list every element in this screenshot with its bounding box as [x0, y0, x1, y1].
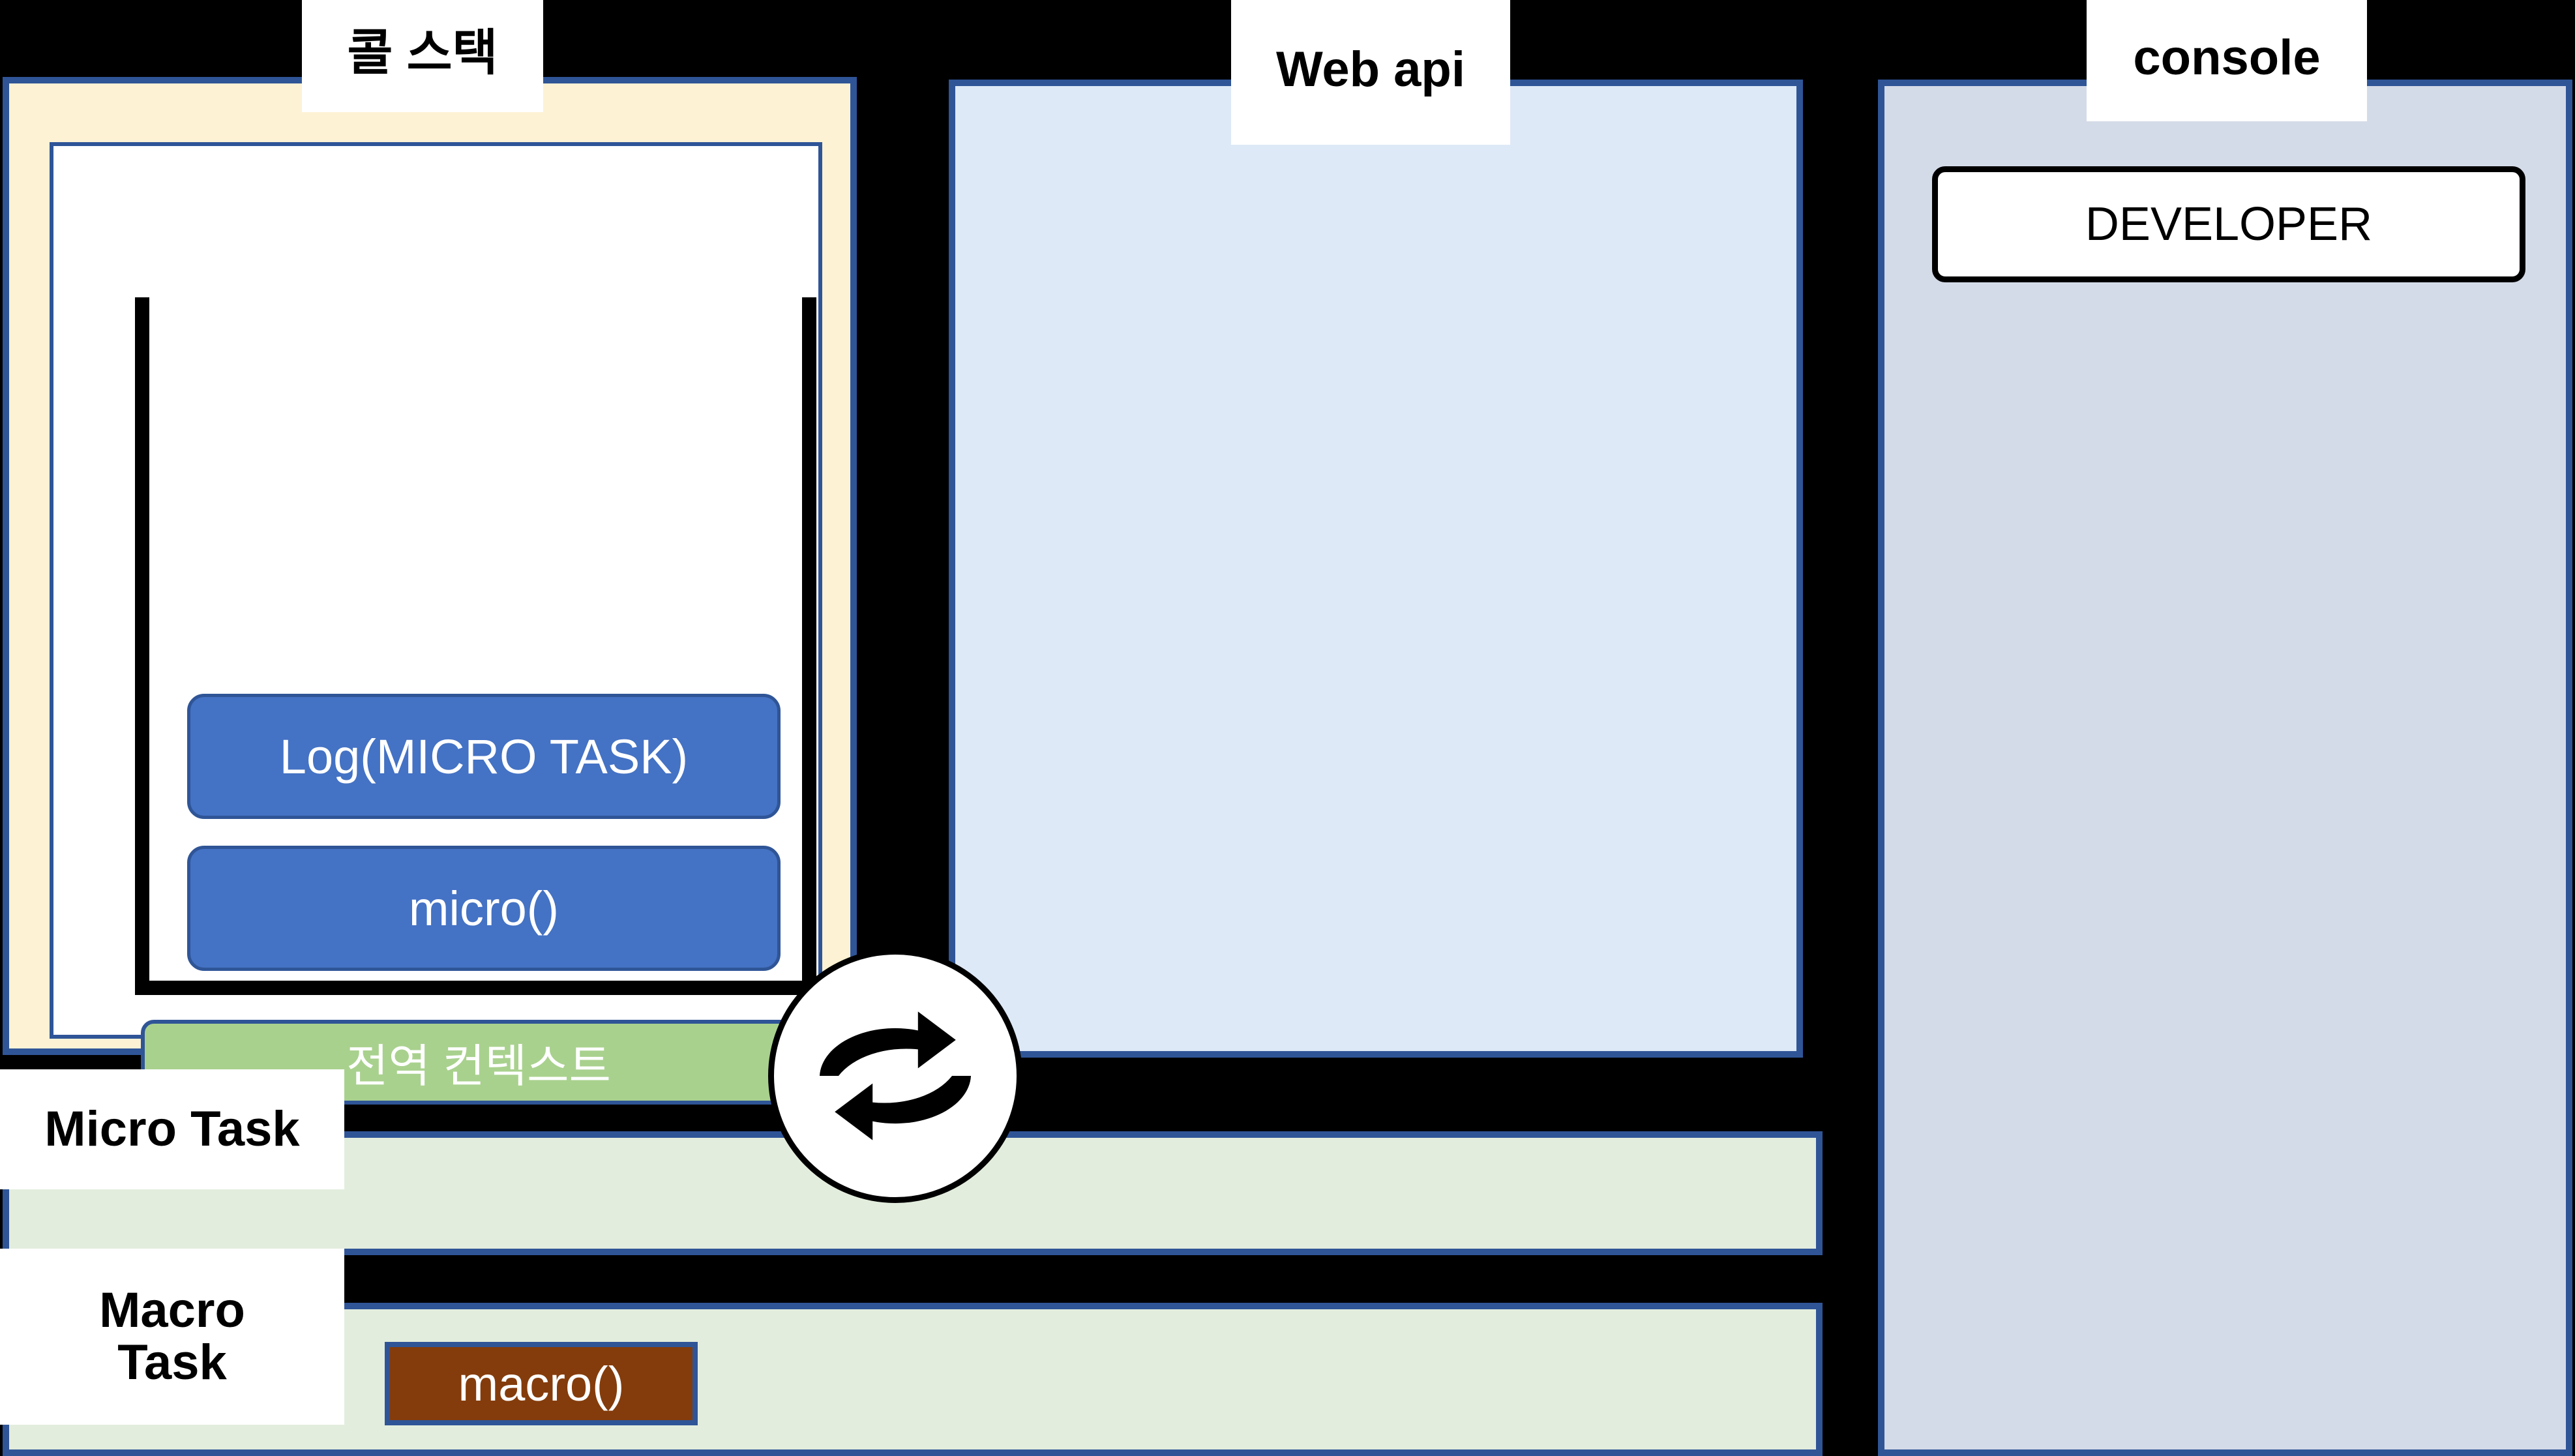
web-api-panel	[949, 80, 1803, 1058]
call-stack-panel: Log(MICRO TASK) micro() 전역 컨텍스트	[3, 77, 857, 1105]
call-stack-title: 콜 스택	[347, 25, 498, 82]
console-panel	[1878, 80, 2572, 1456]
call-stack-inner-area: Log(MICRO TASK) micro() 전역 컨텍스트	[50, 142, 822, 1105]
call-stack-item-micro[interactable]: micro()	[187, 846, 781, 971]
console-title: console	[2133, 30, 2321, 86]
console-entry-label: DEVELOPER	[2085, 198, 2373, 250]
macro-task-item-label: macro()	[458, 1356, 625, 1411]
macro-task-title-line1: Macro	[99, 1283, 245, 1339]
call-stack-frame	[135, 297, 816, 995]
macro-task-title-line2: Task	[117, 1335, 227, 1390]
micro-task-title: Micro Task	[44, 1101, 300, 1157]
macro-task-title-chip: Macro Task	[0, 1249, 344, 1425]
loop-arrows-icon	[820, 1011, 971, 1140]
web-api-title-chip: Web api	[1231, 0, 1510, 145]
global-context-label: 전역 컨텍스트	[346, 1040, 611, 1092]
macro-task-item-macro[interactable]: macro()	[385, 1342, 698, 1425]
console-title-chip: console	[2087, 0, 2367, 121]
call-stack-item-label: Log(MICRO TASK)	[279, 729, 689, 784]
event-loop-badge[interactable]	[768, 949, 1022, 1203]
micro-task-title-chip: Micro Task	[0, 1069, 344, 1189]
call-stack-item-log-micro-task[interactable]: Log(MICRO TASK)	[187, 694, 781, 819]
console-entry-developer[interactable]: DEVELOPER	[1932, 166, 2525, 282]
call-stack-item-label: micro()	[408, 881, 559, 936]
web-api-title: Web api	[1276, 42, 1465, 98]
call-stack-title-chip: 콜 스택	[302, 0, 543, 112]
